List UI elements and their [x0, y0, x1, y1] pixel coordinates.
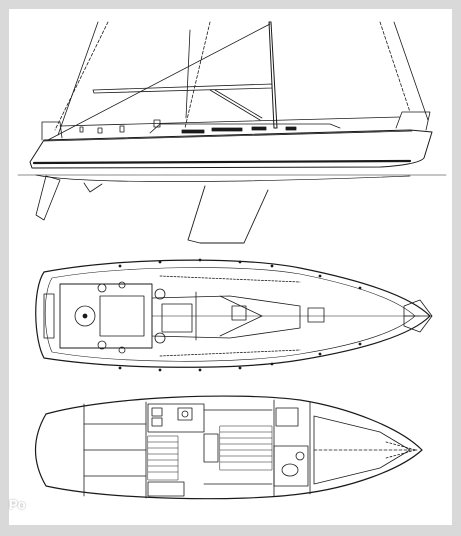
port-4 — [285, 126, 297, 131]
vang — [209, 89, 261, 121]
port-2 — [211, 127, 243, 132]
winch-4 — [79, 126, 84, 133]
sheer-line — [43, 130, 413, 142]
sink-1 — [151, 407, 163, 417]
headsail-leech-dashed — [54, 21, 109, 131]
cockpit-sole — [99, 295, 145, 337]
companion-steps — [147, 435, 179, 481]
bow-pulpit — [41, 121, 63, 141]
main-leech — [185, 29, 191, 119]
hull-profile — [29, 129, 433, 169]
deck-winch-4 — [154, 332, 166, 344]
head-compartment — [273, 445, 309, 487]
head-toilet — [281, 463, 299, 477]
head-sink — [295, 451, 305, 461]
winch-1 — [97, 127, 103, 134]
interior-hull — [35, 395, 423, 500]
forehatch — [307, 307, 325, 323]
rudder — [35, 175, 61, 221]
boot-stripe — [32, 159, 412, 165]
cabin-top — [151, 295, 301, 339]
saloon-sole — [219, 425, 273, 471]
cabin-trunk — [149, 123, 341, 134]
watermark-text: Po — [9, 497, 26, 512]
jib-line — [57, 21, 99, 136]
transom-step — [43, 293, 55, 339]
stanchion-bases — [118, 258, 362, 372]
backstay — [393, 21, 429, 121]
bow-roller — [403, 299, 433, 333]
boom — [92, 83, 273, 94]
forestay — [47, 23, 271, 141]
vberth — [313, 415, 411, 485]
port-1 — [181, 129, 205, 134]
stove-burner — [181, 410, 189, 418]
helm-wheel — [74, 305, 96, 327]
winch-2 — [119, 125, 125, 133]
saloon-table — [203, 433, 219, 463]
underbody — [35, 174, 411, 182]
deck-winch-1 — [97, 283, 107, 293]
watermark-underline — [9, 521, 21, 523]
deck-plan-view — [35, 258, 433, 372]
mast — [268, 21, 278, 129]
jib-track-port — [219, 295, 263, 317]
deck-winch-6 — [118, 346, 126, 354]
prop-strut — [83, 182, 103, 193]
hanging-locker — [275, 407, 299, 427]
drawing-frame — [9, 9, 452, 525]
side-track-1 — [159, 275, 301, 283]
deck-winch-3 — [154, 288, 166, 300]
lifeline — [59, 116, 401, 127]
interior-view — [35, 395, 423, 500]
dorade — [231, 305, 247, 321]
sink-2 — [151, 417, 163, 427]
backstay-dashed — [379, 21, 411, 113]
side-track-2 — [159, 349, 301, 357]
main-luff-dashed — [184, 21, 211, 129]
vang-2 — [214, 89, 263, 119]
profile-view — [17, 21, 447, 244]
helm-hub — [82, 313, 88, 319]
companionway — [161, 303, 193, 333]
chain-locker — [385, 441, 417, 459]
stove — [177, 407, 193, 421]
jib-track-stbd — [219, 315, 263, 337]
cockpit — [59, 283, 153, 349]
keel — [187, 185, 269, 244]
deck-outline — [35, 259, 431, 368]
nav-station — [147, 481, 185, 497]
toerail-inner — [44, 267, 416, 362]
port-3 — [251, 126, 267, 131]
deck-winch-2 — [97, 340, 107, 350]
stern-pulpit — [395, 111, 431, 131]
galley — [147, 403, 205, 433]
deck-winch-5 — [118, 281, 126, 289]
sailboat-drawing — [17, 21, 447, 500]
